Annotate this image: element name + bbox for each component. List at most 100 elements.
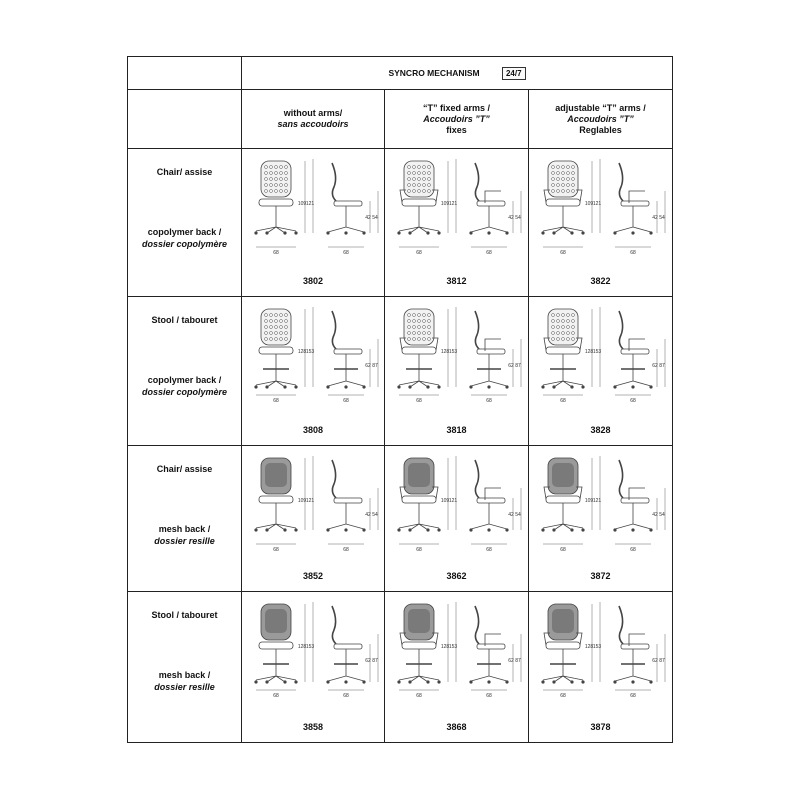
mechanism-title: SYNCRO MECHANISM (388, 67, 480, 78)
row-label-l3: dossier resille (154, 681, 215, 692)
mechanism-header: SYNCRO MECHANISM 24/7 (240, 55, 674, 91)
product-code: 3868 (446, 722, 467, 732)
product-spec-table: SYNCRO MECHANISM 24/7 without arms/ sans… (127, 55, 674, 744)
side-view: 68 (326, 459, 366, 553)
seat-height-dimension: 42 (508, 512, 514, 518)
col-head-fixed-arms: “T” fixed arms / Accoudoirs ”T” fixes (384, 89, 529, 150)
seat-height-dimension: 54 (659, 512, 665, 518)
height-dimension: 121 (449, 498, 458, 504)
col-head-no-arms: without arms/ sans accoudoirs (241, 89, 385, 150)
height-dimension: 128 (441, 644, 450, 650)
side-view: 68 (326, 162, 366, 256)
copolymer-back-shape (403, 160, 435, 198)
height-dimension: 109 (585, 201, 594, 207)
row-label-l2: mesh back / (158, 523, 211, 534)
width-dimension: 68 (486, 547, 492, 553)
seat-height-dimension: 87 (372, 363, 378, 369)
copolymer-back-shape (260, 308, 292, 346)
height-dimension: 121 (306, 498, 315, 504)
height-dimension: 128 (585, 644, 594, 650)
seat-height-dimension: 42 (365, 512, 371, 518)
width-dimension: 68 (343, 693, 349, 699)
product-code: 3878 (590, 722, 611, 732)
height-dimension: 121 (306, 201, 315, 207)
product-code: 3812 (446, 276, 467, 287)
height-dimension: 121 (593, 498, 602, 504)
product-code: 3828 (590, 424, 611, 435)
side-view: 68 (613, 605, 653, 699)
width-dimension: 68 (630, 547, 636, 553)
seat-height-dimension: 54 (659, 215, 665, 221)
width-dimension: 68 (416, 693, 422, 699)
front-view: 68 (541, 457, 585, 553)
width-dimension: 68 (273, 250, 279, 256)
product-code: 3872 (590, 570, 611, 581)
corner-empty-cell (127, 89, 242, 150)
height-dimension: 109 (585, 498, 594, 504)
height-dimension: 153 (449, 349, 458, 355)
col-head-line1: adjustable “T” arms / (555, 102, 646, 113)
product-code: 3862 (446, 570, 467, 581)
col-head-line3: Reglables (579, 124, 622, 135)
width-dimension: 68 (343, 398, 349, 404)
width-dimension: 68 (416, 398, 422, 404)
col-head-line1: “T” fixed arms / (422, 102, 491, 113)
row-label-l2: mesh back / (158, 669, 211, 680)
width-dimension: 68 (273, 547, 279, 553)
seat-height-dimension: 54 (515, 215, 521, 221)
seat-height-dimension: 87 (659, 658, 665, 664)
width-dimension: 68 (273, 693, 279, 699)
copolymer-back-shape (403, 308, 435, 346)
row-label-l1: Chair/ assise (156, 167, 213, 178)
width-dimension: 68 (273, 398, 279, 404)
seat-height-dimension: 87 (515, 658, 521, 664)
row-label-l2: copolymer back / (147, 375, 222, 386)
width-dimension: 68 (560, 398, 566, 404)
width-dimension: 68 (560, 693, 566, 699)
height-dimension: 128 (441, 349, 450, 355)
side-view: 68 (613, 311, 653, 404)
front-view: 68 (397, 160, 441, 256)
seat-height-dimension: 54 (372, 215, 378, 221)
side-view: 68 (613, 459, 653, 553)
width-dimension: 68 (630, 693, 636, 699)
seat-height-dimension: 62 (365, 363, 371, 369)
seat-height-dimension: 62 (652, 363, 658, 369)
height-dimension: 128 (298, 644, 307, 650)
height-dimension: 109 (298, 498, 307, 504)
height-dimension: 109 (441, 498, 450, 504)
height-dimension: 121 (593, 201, 602, 207)
product-code: 3858 (302, 722, 324, 732)
front-view: 68 (397, 457, 441, 553)
col-head-adjustable-arms: adjustable “T” arms / Accoudoirs ”T” Reg… (527, 89, 674, 150)
row-label-l3: dossier resille (154, 535, 215, 546)
seat-height-dimension: 87 (372, 658, 378, 664)
width-dimension: 68 (560, 250, 566, 256)
width-dimension: 68 (416, 250, 422, 256)
width-dimension: 68 (486, 398, 492, 404)
seat-height-dimension: 42 (508, 215, 514, 221)
product-code: 3852 (302, 570, 324, 581)
col-head-line2: Accoudoirs ”T” (567, 113, 634, 124)
width-dimension: 68 (560, 547, 566, 553)
seat-height-dimension: 54 (372, 512, 378, 518)
